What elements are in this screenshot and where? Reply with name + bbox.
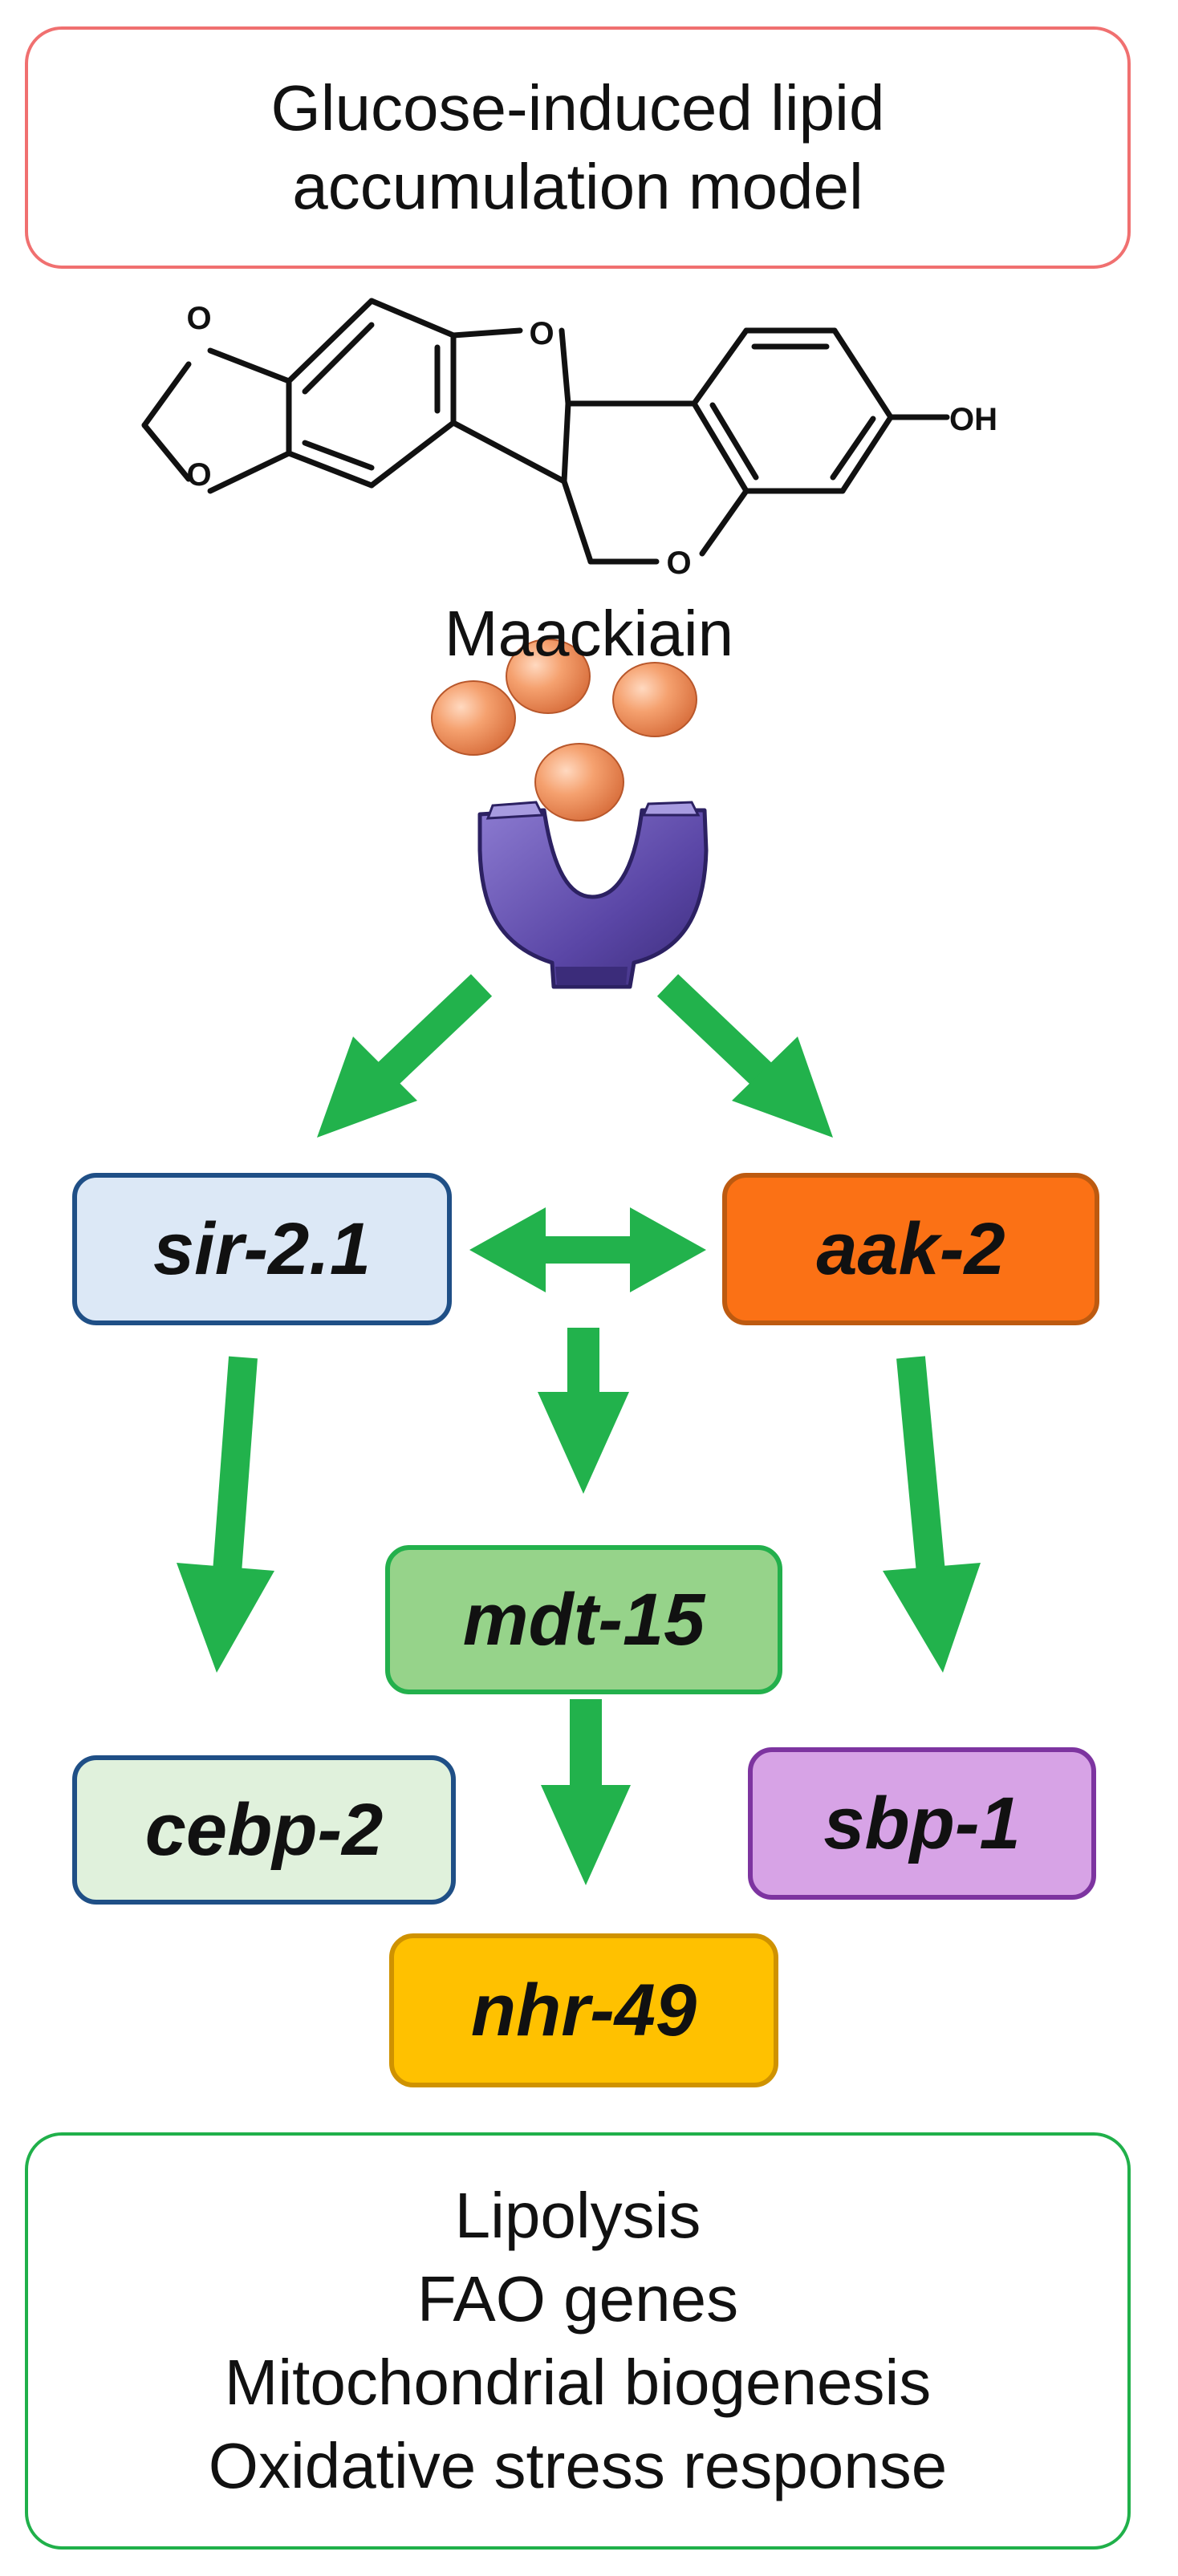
arrow-receptor-to-sir (317, 974, 493, 1138)
arrow-sir-to-cebp (177, 1356, 274, 1673)
outcome-item-oxidative-stress-response: Oxidative stress response (208, 2430, 948, 2501)
gene-box-mdt-15: mdt-15 (385, 1545, 782, 1694)
ligand-sphere-icon (506, 639, 591, 714)
outcomes-box: Lipolysis FAO genes Mitochondrial biogen… (25, 2132, 1131, 2550)
ligand-sphere-icon (431, 680, 516, 756)
ligand-spheres (431, 639, 697, 821)
hydroxyl-group: OH (949, 402, 997, 437)
ligand-sphere-icon (612, 662, 697, 737)
gene-box-nhr-49: nhr-49 (389, 1933, 778, 2087)
gene-box-sir-2-1: sir-2.1 (72, 1173, 452, 1325)
outcome-item-lipolysis: Lipolysis (454, 2180, 701, 2251)
gene-box-cebp-2: cebp-2 (72, 1755, 456, 1905)
oxygen-atom-2: O (186, 457, 211, 493)
model-title-line2: accumulation model (292, 151, 863, 222)
outcome-item-mitochondrial-biogenesis: Mitochondrial biogenesis (224, 2347, 932, 2418)
arrow-receptor-to-aak (656, 974, 833, 1138)
oxygen-atom-3: O (529, 316, 554, 351)
oxygen-atom-4: O (666, 546, 691, 581)
arrow-aak-to-sbp (883, 1356, 981, 1673)
arrows (177, 974, 981, 1885)
arrow-mdt-to-nhr (541, 1699, 631, 1885)
model-title-line1: Glucose-induced lipid (270, 72, 885, 144)
ligand-sphere-icon (534, 743, 624, 821)
compound-name: Maackiain (444, 598, 734, 669)
gene-box-aak-2: aak-2 (722, 1173, 1099, 1325)
outcome-item-fao-genes: FAO genes (416, 2263, 739, 2335)
receptor-icon (477, 801, 709, 989)
model-title: Glucose-induced lipid accumulation model (271, 69, 885, 226)
oxygen-atom-1: O (186, 301, 211, 336)
arrow-sir-aak-bidirectional (469, 1207, 706, 1292)
maackiain-structure (141, 298, 950, 565)
maackiain-atoms: O O O O OH (186, 301, 997, 581)
arrow-center-to-mdt (538, 1328, 629, 1494)
model-title-box: Glucose-induced lipid accumulation model (25, 26, 1131, 269)
gene-box-sbp-1: sbp-1 (748, 1747, 1096, 1900)
